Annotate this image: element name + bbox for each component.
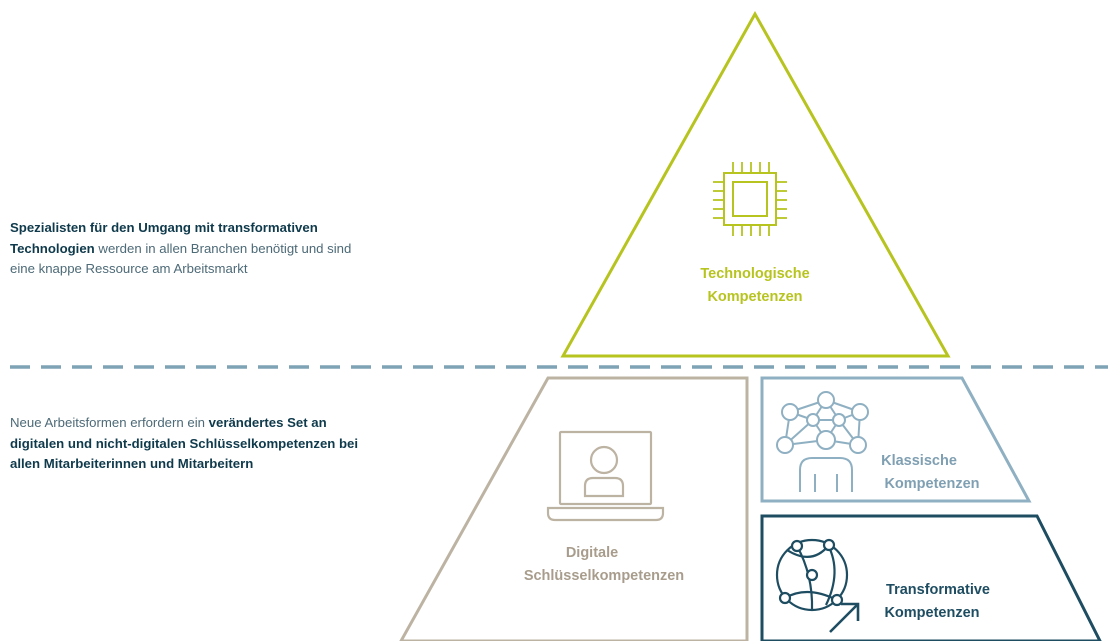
skills-description-bold: verändertes Set an digitalen und nicht-d…: [10, 415, 359, 471]
chip-icon: [713, 162, 787, 236]
classic-trapezoid: [760, 376, 1032, 503]
tech-description-rest: werden in allen Branchen benötigt und si…: [10, 240, 352, 277]
digital-competence-segment: Digitale Schlüsselkompetenzen: [399, 376, 749, 641]
classic-competence-segment: Klassische Kompetenzen: [760, 376, 1032, 503]
tech-label-line2: Kompetenzen: [707, 289, 802, 305]
transformative-competence-segment: Transformative Kompetenzen: [760, 514, 1102, 641]
tech-description: Spezialisten für den Umgang mit transfor…: [10, 218, 370, 280]
globe-cursor-icon: [775, 538, 860, 633]
skills-description-lead: Neue Arbeitsformen erfordern ein: [10, 415, 209, 430]
classic-label-line1: Klassische: [881, 453, 957, 469]
network-person-icon: [776, 391, 869, 492]
transformative-label-line1: Transformative: [886, 582, 990, 598]
skills-description: Neue Arbeitsformen erfordern ein verände…: [10, 413, 380, 475]
transformative-trapezoid: [760, 514, 1102, 641]
transformative-label-line2: Kompetenzen: [884, 605, 979, 621]
digital-trapezoid: [399, 376, 749, 641]
tech-label-line1: Technologische: [700, 266, 809, 282]
tech-competence-segment: Technologische Kompetenzen: [560, 10, 951, 358]
tech-triangle: [560, 10, 951, 358]
digital-label-line2: Schlüsselkompetenzen: [524, 568, 684, 584]
tech-description-bold: Spezialisten für den Umgang mit transfor…: [10, 220, 318, 256]
classic-label-line2: Kompetenzen: [884, 476, 979, 492]
digital-label-line1: Digitale: [566, 545, 618, 561]
laptop-user-icon: [546, 430, 665, 522]
